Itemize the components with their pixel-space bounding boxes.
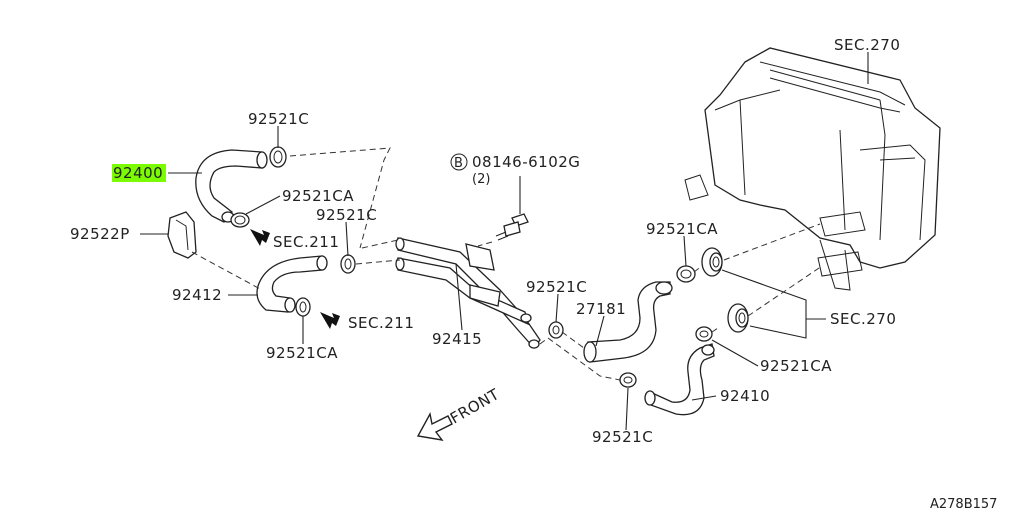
label-92521ca-lower[interactable]: 92521CA	[266, 344, 338, 362]
label-92522p[interactable]: 92522P	[70, 225, 130, 243]
clamp-92521ca-right-low	[695, 326, 713, 342]
hose-27181	[583, 281, 673, 363]
label-sec211-upper[interactable]: SEC.211	[273, 233, 339, 251]
label-front: FRONT	[447, 385, 503, 428]
grommet-lower	[727, 303, 749, 333]
hose-92400	[195, 149, 268, 223]
label-92412[interactable]: 92412	[172, 286, 222, 304]
label-bolt-qty: (2)	[472, 172, 490, 187]
label-bolt-circle: B	[454, 156, 463, 171]
clamp-92521c-bottom	[619, 372, 637, 388]
label-92410[interactable]: 92410	[720, 387, 770, 405]
label-92521ca-upper[interactable]: 92521CA	[282, 187, 354, 205]
label-sec270-right[interactable]: SEC.270	[830, 310, 896, 328]
clamp-92521ca-upper	[230, 212, 250, 228]
label-highlight	[112, 164, 166, 182]
clamp-92521c-top	[269, 146, 287, 168]
drawing-id: A278B157	[930, 497, 997, 512]
label-92521ca-right-top[interactable]: 92521CA	[646, 220, 718, 238]
label-92400[interactable]: 92400	[113, 164, 163, 182]
leader-lines	[140, 52, 869, 431]
label-92415[interactable]: 92415	[432, 330, 482, 348]
clamp-92521ca-right-top	[676, 265, 696, 283]
front-arrow-icon	[416, 411, 453, 441]
label-92521c-right[interactable]: 92521C	[526, 278, 587, 296]
hose-92412	[256, 255, 328, 313]
heater-unit	[684, 47, 941, 291]
hose-92410	[644, 343, 715, 416]
label-sec270-top[interactable]: SEC.270	[834, 36, 900, 54]
bolt-circle-icon	[450, 153, 468, 171]
clamp-92521ca-lower	[295, 297, 311, 317]
label-27181[interactable]: 27181	[576, 300, 626, 318]
pipe-92415	[395, 237, 541, 350]
label-92521c-top[interactable]: 92521C	[248, 110, 309, 128]
arrow-sec211-lower-icon	[320, 312, 340, 329]
label-92521ca-right-low[interactable]: 92521CA	[760, 357, 832, 375]
bolt-08146-6102g	[495, 213, 529, 241]
label-92521c-mid[interactable]: 92521C	[316, 206, 377, 224]
routing-lines	[191, 147, 823, 381]
arrow-sec211-upper-icon	[250, 229, 270, 246]
clamp-92521c-right	[548, 321, 564, 339]
label-sec211-lower[interactable]: SEC.211	[348, 314, 414, 332]
label-bolt-number[interactable]: 08146-6102G	[472, 153, 580, 171]
grommet-upper	[701, 247, 723, 277]
clamp-92521c-mid	[340, 254, 356, 274]
bracket-92522p	[167, 211, 197, 259]
label-92521c-bottom[interactable]: 92521C	[592, 428, 653, 446]
